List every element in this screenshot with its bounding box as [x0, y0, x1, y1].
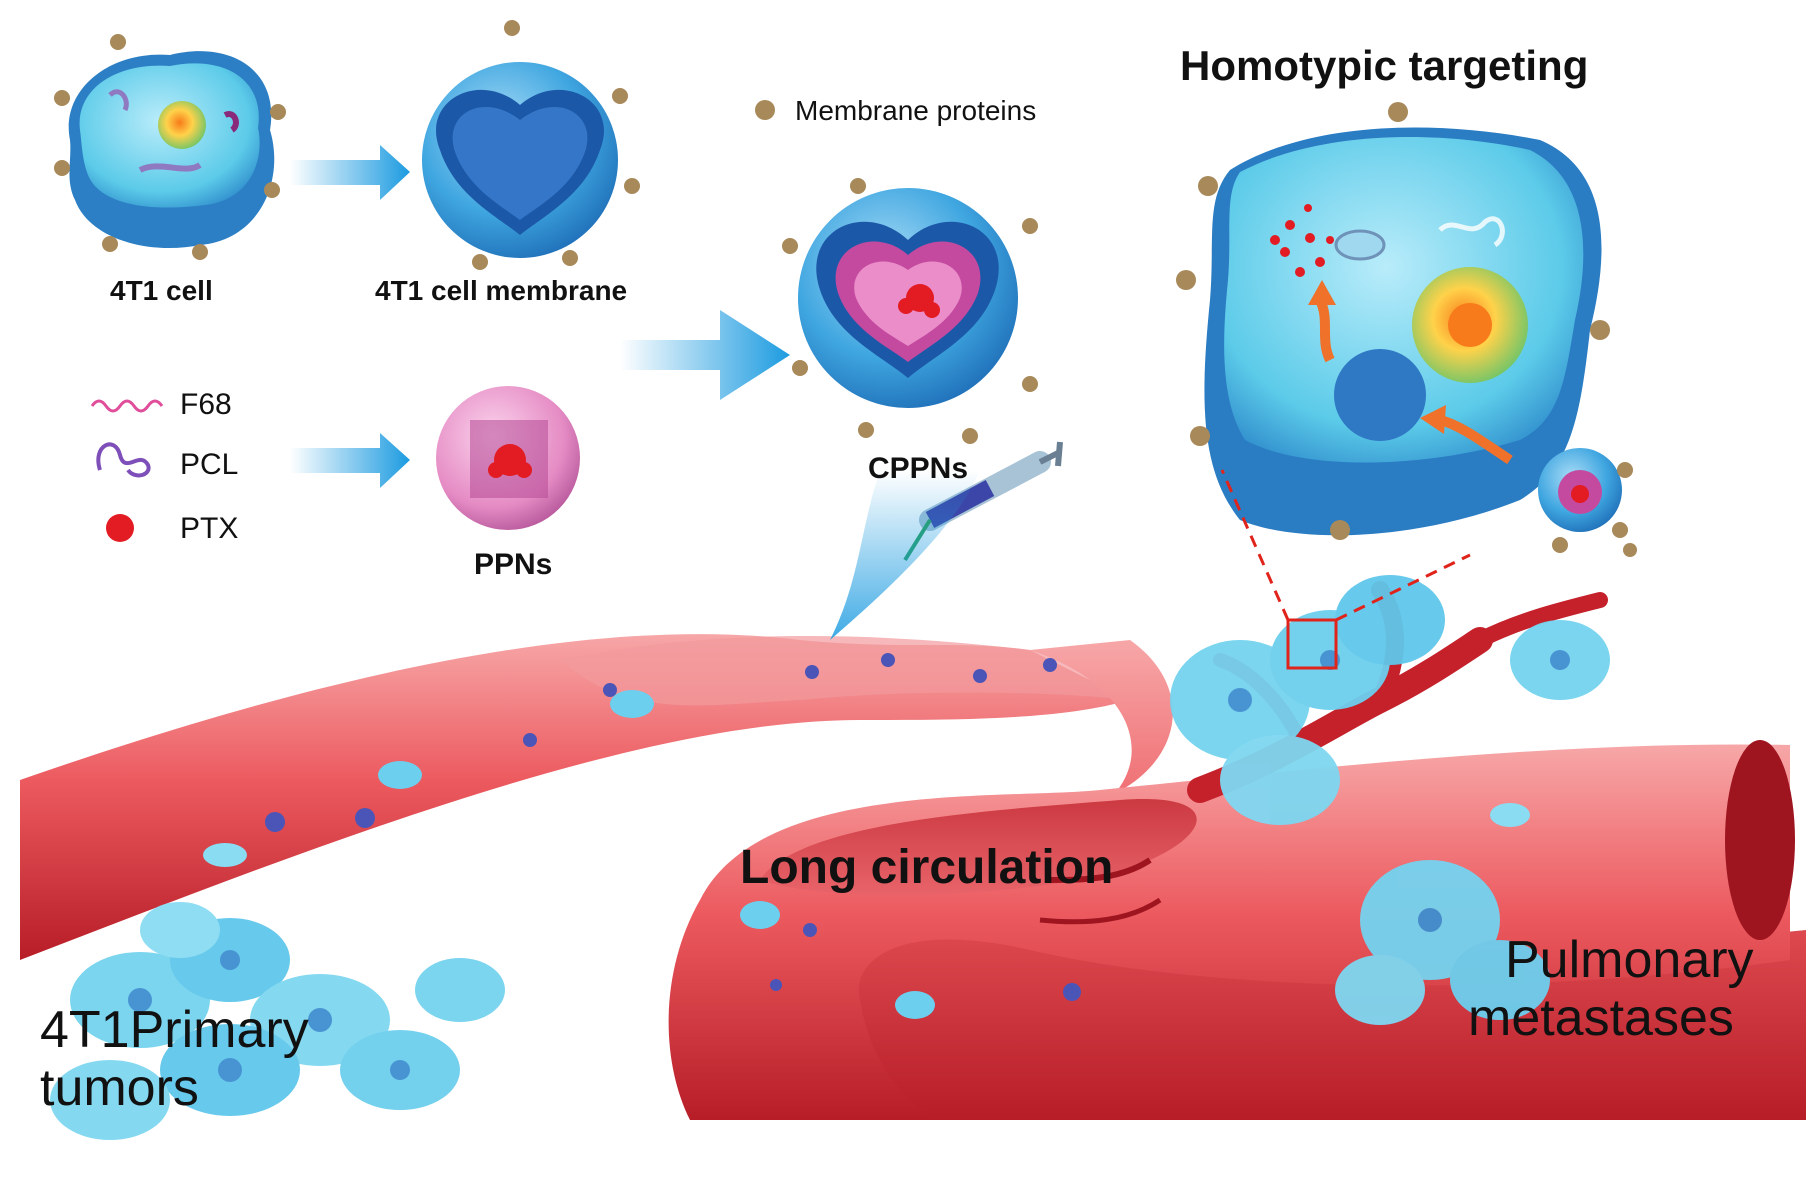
diagram-title: Homotypic targeting [1180, 42, 1589, 89]
polymer-coil-icon [96, 442, 151, 478]
ppn-nanoparticle [436, 386, 580, 530]
red-dot-icon [106, 514, 134, 542]
legend-pcl-label: PCL [180, 448, 239, 481]
label-long-circulation: Long circulation [740, 841, 1114, 894]
pulmonary-metastasis-cluster [1170, 575, 1610, 1025]
label-ppns: PPNs [474, 548, 553, 581]
arrow-components-to-ppn [290, 433, 410, 488]
label-4t1-cell: 4T1 cell [110, 275, 213, 306]
4t1-cell [54, 34, 286, 260]
label-primary-tumors-line1: 4T1Primary [40, 1001, 309, 1059]
blood-vessel [20, 581, 1806, 1120]
primary-tumor-cluster [50, 902, 505, 1140]
legend [90, 399, 164, 542]
label-pulmonary-line2: metastases [1468, 989, 1734, 1047]
arrow-membrane-to-cppn [620, 310, 790, 400]
4t1-cell-membrane [422, 20, 640, 270]
circulating-nanoparticles [203, 653, 1530, 1019]
zoom-highlight [1220, 469, 1471, 670]
label-pulmonary-line1: Pulmonary [1505, 931, 1754, 989]
homotypic-target-cell [1176, 102, 1637, 557]
cppn-nanoparticle [782, 178, 1038, 444]
arrow-cell-to-membrane [290, 145, 410, 200]
legend-ptx-label: PTX [180, 512, 239, 545]
membrane-protein-icon [755, 100, 775, 120]
label-membrane-proteins: Membrane proteins [795, 95, 1037, 126]
label-4t1-cell-membrane: 4T1 cell membrane [375, 275, 628, 306]
legend-f68-label: F68 [180, 388, 232, 421]
wavy-line-icon [90, 399, 164, 413]
injection-arrow [830, 470, 980, 640]
label-primary-tumors-line2: tumors [40, 1059, 199, 1117]
label-cppns: CPPNs [868, 452, 969, 485]
